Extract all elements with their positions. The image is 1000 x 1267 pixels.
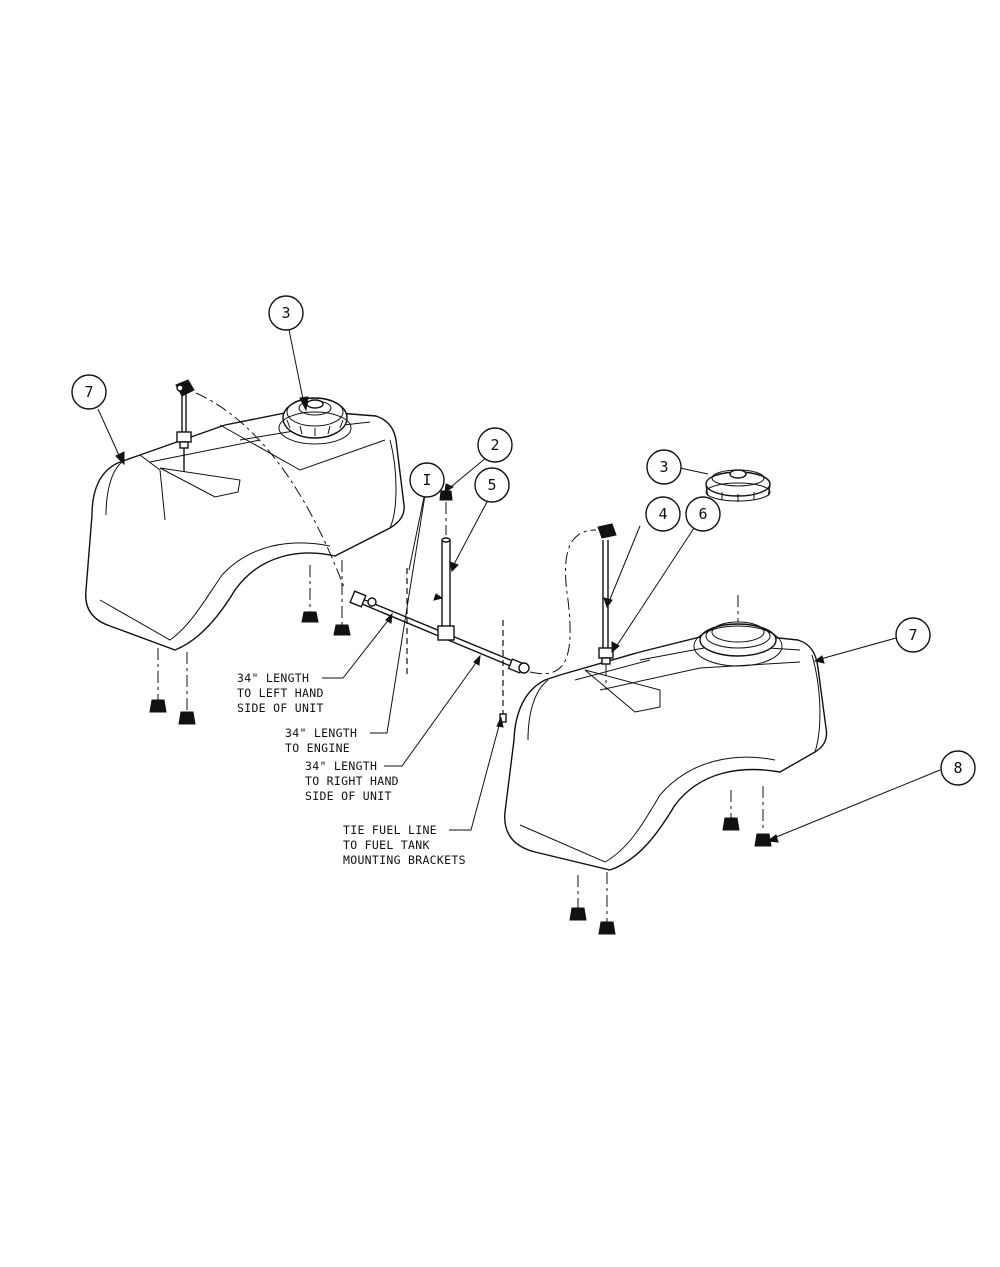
note-right-hand: 34" LENGTH TO RIGHT HAND SIDE OF UNIT — [305, 759, 399, 803]
callout-label: I — [422, 471, 431, 489]
note-line: 34" LENGTH — [237, 671, 309, 685]
callout-5: 5 — [474, 467, 510, 503]
callout-label: 3 — [281, 304, 290, 322]
callout-label: 4 — [658, 505, 667, 523]
callout-3-right: 3 — [646, 449, 682, 485]
note-tie-fuel-line: TIE FUEL LINE TO FUEL TANK MOUNTING BRAC… — [343, 823, 466, 867]
note-engine: 34" LENGTH TO ENGINE — [285, 726, 357, 755]
callout-8: 8 — [940, 750, 976, 786]
note-line: TO RIGHT HAND — [305, 774, 399, 788]
callout-1: I — [409, 462, 445, 498]
note-line: MOUNTING BRACKETS — [343, 853, 466, 867]
callout-leaders — [97, 329, 941, 843]
callout-7-left: 7 — [71, 374, 107, 410]
note-line: 34" LENGTH — [305, 759, 377, 773]
callout-label: 7 — [84, 383, 93, 401]
note-line: 34" LENGTH — [285, 726, 357, 740]
note-line: SIDE OF UNIT — [237, 701, 324, 715]
left-fuel-line-path — [195, 392, 346, 591]
left-fuel-tank — [85, 379, 405, 725]
right-fuel-line-path — [529, 529, 597, 675]
callout-label: 7 — [908, 626, 917, 644]
center-fuel-lines — [349, 490, 530, 723]
callout-7-right: 7 — [895, 617, 931, 653]
callout-4: 4 — [645, 496, 681, 532]
right-fuel-tank — [504, 469, 828, 935]
note-line: TO ENGINE — [285, 741, 350, 755]
callout-label: 6 — [698, 505, 707, 523]
note-line: SIDE OF UNIT — [305, 789, 392, 803]
note-line: TO FUEL TANK — [343, 838, 430, 852]
callout-2: 2 — [477, 427, 513, 463]
note-line: TO LEFT HAND — [237, 686, 324, 700]
note-left-hand: 34" LENGTH TO LEFT HAND SIDE OF UNIT — [237, 671, 324, 715]
callout-3-left: 3 — [268, 295, 304, 331]
note-line: TIE FUEL LINE — [343, 823, 437, 837]
callout-label: 2 — [490, 436, 499, 454]
callout-label: 3 — [659, 458, 668, 476]
callout-6: 6 — [685, 496, 721, 532]
callout-label: 8 — [953, 759, 962, 777]
callout-label: 5 — [487, 476, 496, 494]
